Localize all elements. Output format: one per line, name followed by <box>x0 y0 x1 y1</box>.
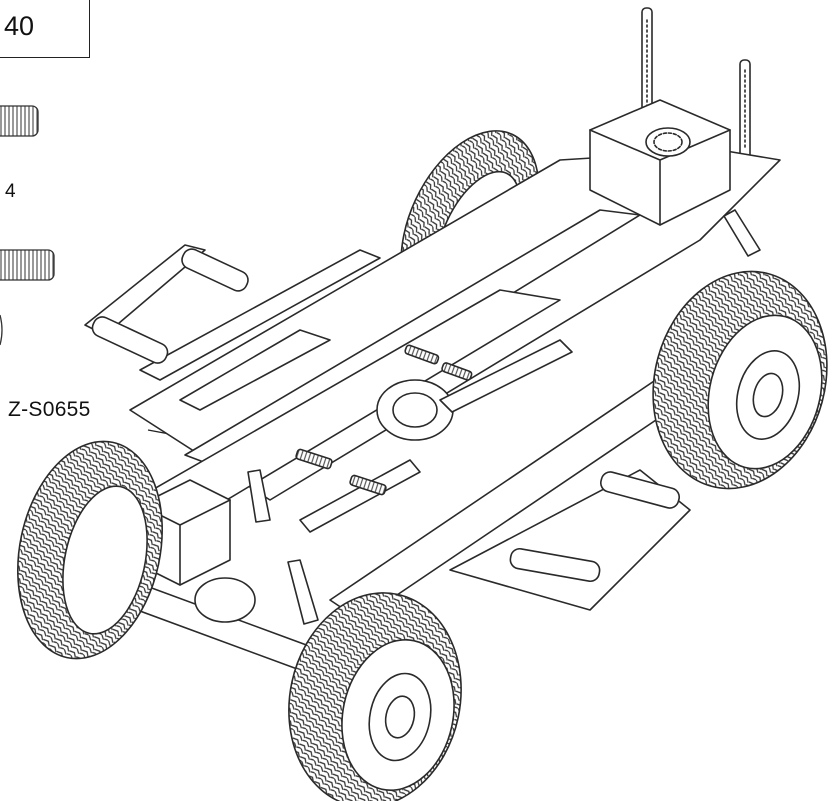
front-right-tire <box>288 592 462 801</box>
step-number: 40 <box>4 11 35 41</box>
step-number-box: 40 <box>0 0 90 58</box>
front-left-tire <box>17 440 163 660</box>
screw-callout-target <box>295 344 473 496</box>
part-quantity: 4 <box>5 181 16 202</box>
chassis-illustration <box>17 7 828 801</box>
rear-right-tire <box>652 270 828 490</box>
set-screw-icon <box>0 105 39 137</box>
part-callout-label: Z-S0655 <box>8 398 91 421</box>
set-screw-icon <box>0 249 55 281</box>
